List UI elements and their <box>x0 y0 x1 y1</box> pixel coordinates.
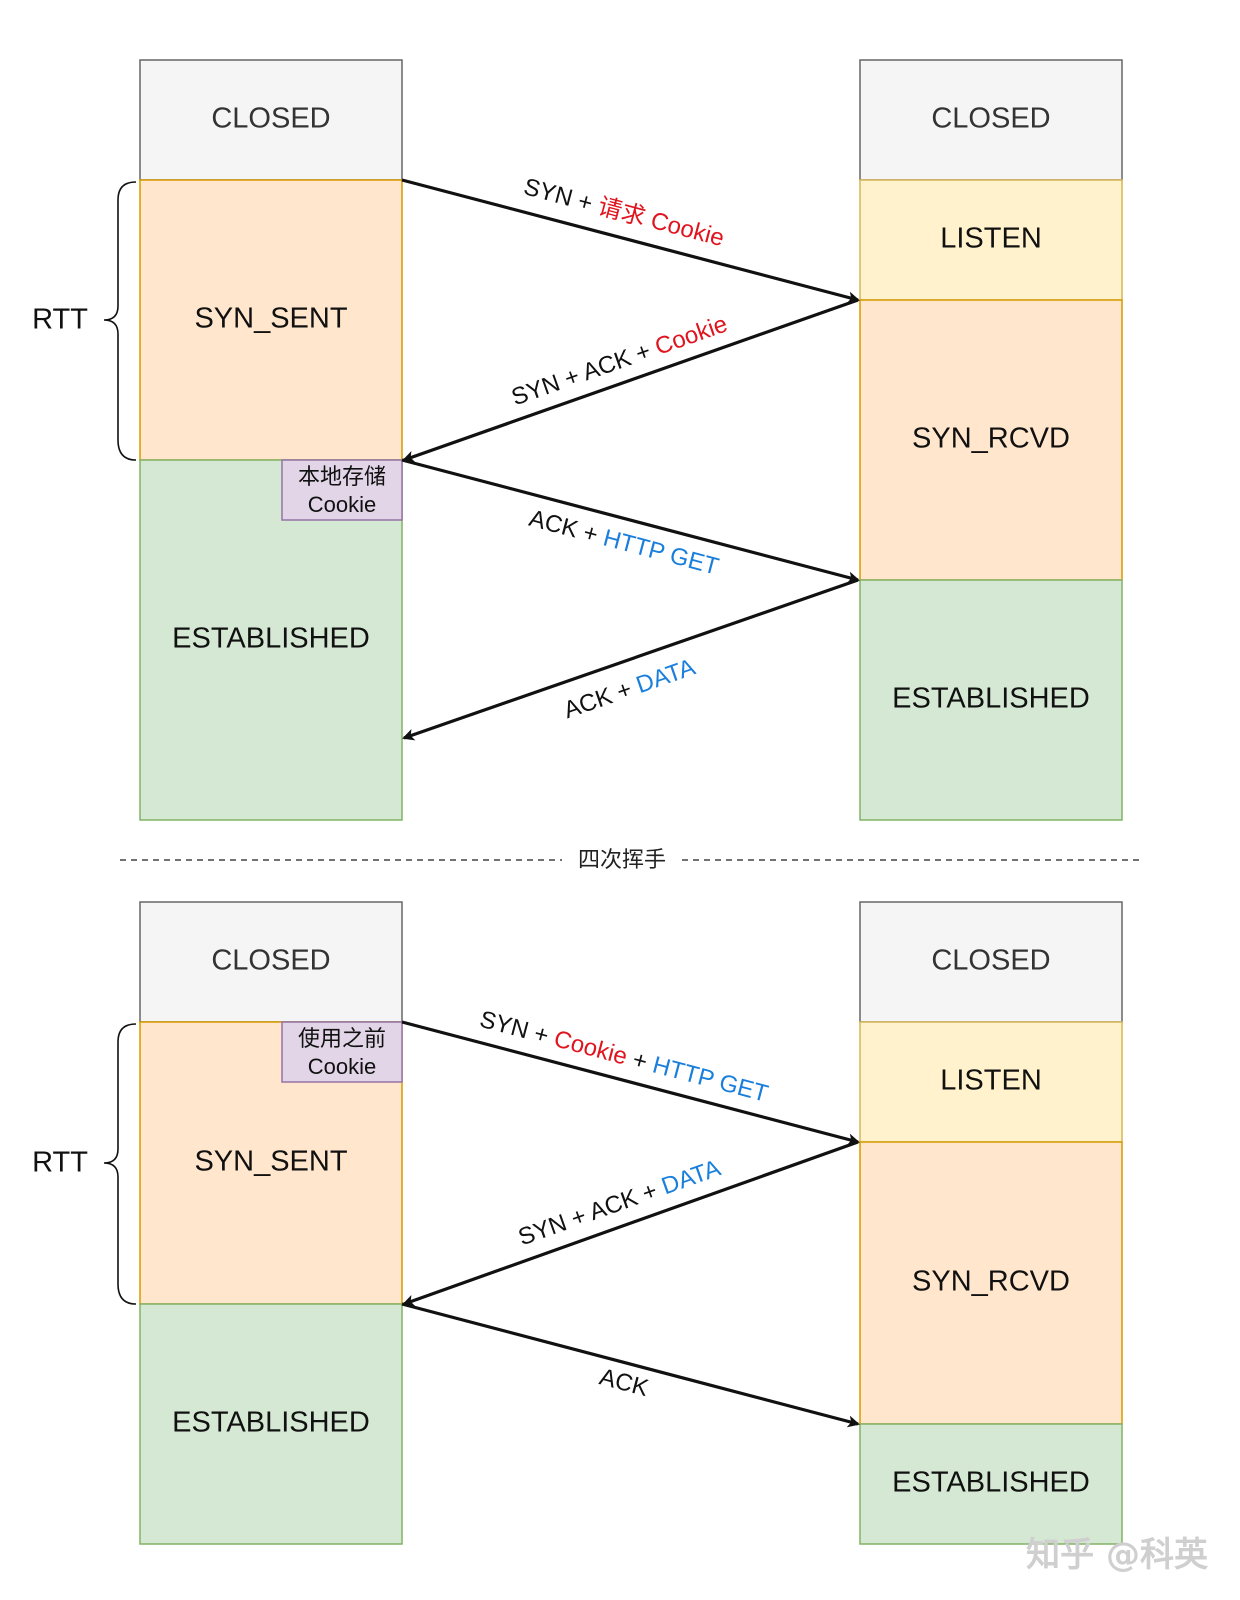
bottom-server-closed-box <box>859 901 1123 1023</box>
message-segment: HTTP GET <box>650 1051 772 1107</box>
top-server-listen-box <box>859 179 1123 301</box>
top-server-syn-rcvd-label: SYN_RCVD <box>912 423 1070 455</box>
bottom-msg-syn-cookie-get: SYN + Cookie + HTTP GET <box>477 1006 771 1108</box>
bottom-msg-ack: ACK <box>597 1363 652 1402</box>
bottom-section: CLOSED SYN_SENT ESTABLISHED 使用之前 Cookie … <box>32 901 1123 1545</box>
top-server-established-label: ESTABLISHED <box>892 683 1090 715</box>
divider-label: 四次挥手 <box>578 848 666 873</box>
message-segment: SYN + <box>521 173 602 219</box>
bottom-arrow-syn-cookie-get <box>401 1020 860 1146</box>
top-msg-syn: SYN + 请求 Cookie <box>521 173 727 252</box>
watermark: 知乎 @科英 <box>1026 1535 1209 1575</box>
top-cookie-note-line1: 本地存储 <box>298 464 386 489</box>
bottom-client-closed-box <box>139 901 403 1023</box>
message-segment: SYN + ACK + <box>515 1175 667 1251</box>
bottom-server-established-box <box>859 1423 1123 1545</box>
bottom-msg-syn-ack-data: SYN + ACK + DATA <box>515 1155 724 1252</box>
bottom-server-syn-rcvd-box <box>859 1141 1123 1425</box>
bottom-client-established-label: ESTABLISHED <box>172 1407 370 1439</box>
message-segment: SYN + ACK + <box>508 335 660 411</box>
message-segment: Cookie <box>652 311 731 361</box>
bottom-client-closed-label: CLOSED <box>211 945 330 977</box>
bottom-arrow-ack <box>401 1302 860 1428</box>
top-server-closed-label: CLOSED <box>931 103 1050 135</box>
bottom-server-column: CLOSED LISTEN SYN_RCVD ESTABLISHED <box>859 901 1123 1545</box>
top-arrow-syn <box>401 178 860 304</box>
bottom-cookie-note-box <box>281 1021 403 1083</box>
top-cookie-note-box <box>281 459 403 521</box>
bottom-rtt-label: RTT <box>32 1147 88 1179</box>
message-segment: DATA <box>633 654 699 699</box>
bottom-server-closed-label: CLOSED <box>931 945 1050 977</box>
bottom-server-established-label: ESTABLISHED <box>892 1467 1090 1499</box>
message-segment: ACK <box>597 1363 652 1402</box>
top-arrow-ack-data <box>402 578 859 741</box>
bottom-cookie-note-line2: Cookie <box>308 1054 376 1079</box>
top-server-syn-rcvd-box <box>859 299 1123 581</box>
top-server-column: CLOSED LISTEN SYN_RCVD ESTABLISHED <box>859 59 1123 821</box>
bottom-server-syn-rcvd-label: SYN_RCVD <box>912 1266 1070 1298</box>
top-rtt-label: RTT <box>32 304 88 336</box>
bottom-client-column: CLOSED SYN_SENT ESTABLISHED 使用之前 Cookie <box>139 901 403 1545</box>
top-cookie-note-line2: Cookie <box>308 492 376 517</box>
top-client-syn-sent-label: SYN_SENT <box>194 303 347 335</box>
bottom-server-listen-box <box>859 1021 1123 1143</box>
top-msg-syn-ack: SYN + ACK + Cookie <box>508 311 731 412</box>
top-server-listen-label: LISTEN <box>940 223 1042 255</box>
top-client-syn-sent-box <box>139 179 403 461</box>
top-server-closed-box <box>859 59 1123 181</box>
bottom-client-syn-sent-label: SYN_SENT <box>194 1146 347 1178</box>
bottom-rtt-brace <box>103 1023 137 1305</box>
top-client-column: CLOSED SYN_SENT ESTABLISHED 本地存储 Cookie <box>139 59 403 821</box>
top-rtt-brace <box>103 181 137 461</box>
bottom-arrow-syn-ack-data <box>402 1140 859 1307</box>
top-client-closed-label: CLOSED <box>211 103 330 135</box>
top-arrow-ack-get <box>401 458 860 584</box>
top-arrow-syn-ack <box>402 298 859 463</box>
section-divider: 四次挥手 <box>120 848 1142 873</box>
message-segment: 请求 Cookie <box>595 193 727 252</box>
top-server-established-box <box>859 579 1123 821</box>
top-client-closed-box <box>139 59 403 181</box>
top-msg-ack-data: ACK + DATA <box>560 654 698 725</box>
message-segment: ACK + <box>560 673 641 724</box>
top-client-established-label: ESTABLISHED <box>172 623 370 655</box>
top-msg-ack-get: ACK + HTTP GET <box>526 505 722 581</box>
top-section: CLOSED SYN_SENT ESTABLISHED 本地存储 Cookie … <box>32 59 1123 821</box>
bottom-client-established-box <box>139 1303 403 1545</box>
bottom-cookie-note-line1: 使用之前 <box>298 1026 386 1051</box>
bottom-server-listen-label: LISTEN <box>940 1065 1042 1097</box>
message-segment: HTTP GET <box>600 524 722 580</box>
